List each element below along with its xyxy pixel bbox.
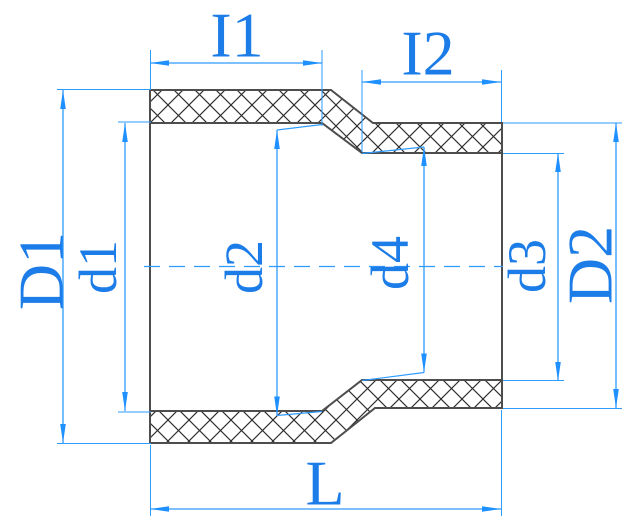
arrowhead-up	[274, 130, 280, 149]
arrowhead-left	[150, 506, 169, 512]
arrowheads	[60, 60, 619, 512]
arrowhead-left	[362, 79, 381, 85]
dim-label-L: L	[305, 448, 344, 519]
arrowhead-right	[482, 506, 501, 512]
arrowhead-down	[421, 353, 427, 373]
arrowhead-left	[150, 60, 169, 66]
dim-label-I1: I1	[210, 0, 263, 71]
arrowhead-right	[482, 79, 501, 85]
arrowhead-up	[60, 90, 66, 109]
arrowhead-up	[555, 153, 561, 172]
extension-lines	[57, 50, 622, 516]
dim-label-D1: D1	[6, 232, 77, 310]
arrowhead-up	[421, 147, 427, 166]
dim-label-d4: d4	[360, 236, 420, 290]
dogleg-d4-top	[361, 146, 425, 155]
dim-label-D2: D2	[555, 226, 626, 304]
dogleg-d2-bottom	[276, 410, 323, 417]
arrowhead-up	[122, 123, 128, 142]
dim-label-d2: d2	[214, 240, 274, 294]
dim-label-d1: d1	[68, 240, 128, 294]
arrowhead-down	[122, 392, 128, 411]
dogleg-d4-bottom	[361, 371, 425, 382]
arrowhead-down	[60, 424, 66, 443]
arrowhead-right	[303, 60, 322, 66]
arrowhead-down	[274, 396, 280, 416]
dim-label-I2: I2	[401, 18, 454, 89]
upper-wall-section	[149, 89, 503, 154]
dimension-lines	[62, 62, 617, 510]
dim-label-d3: d3	[497, 239, 557, 293]
arrowhead-down	[555, 362, 561, 381]
dimension-labels: I1 I2 L D1 d1 d2 d4 d3 D2	[6, 0, 626, 519]
arrowhead-down	[613, 389, 619, 408]
lower-wall-section	[149, 379, 503, 444]
dogleg-d2-top	[276, 123, 323, 131]
arrowhead-up	[613, 123, 619, 142]
